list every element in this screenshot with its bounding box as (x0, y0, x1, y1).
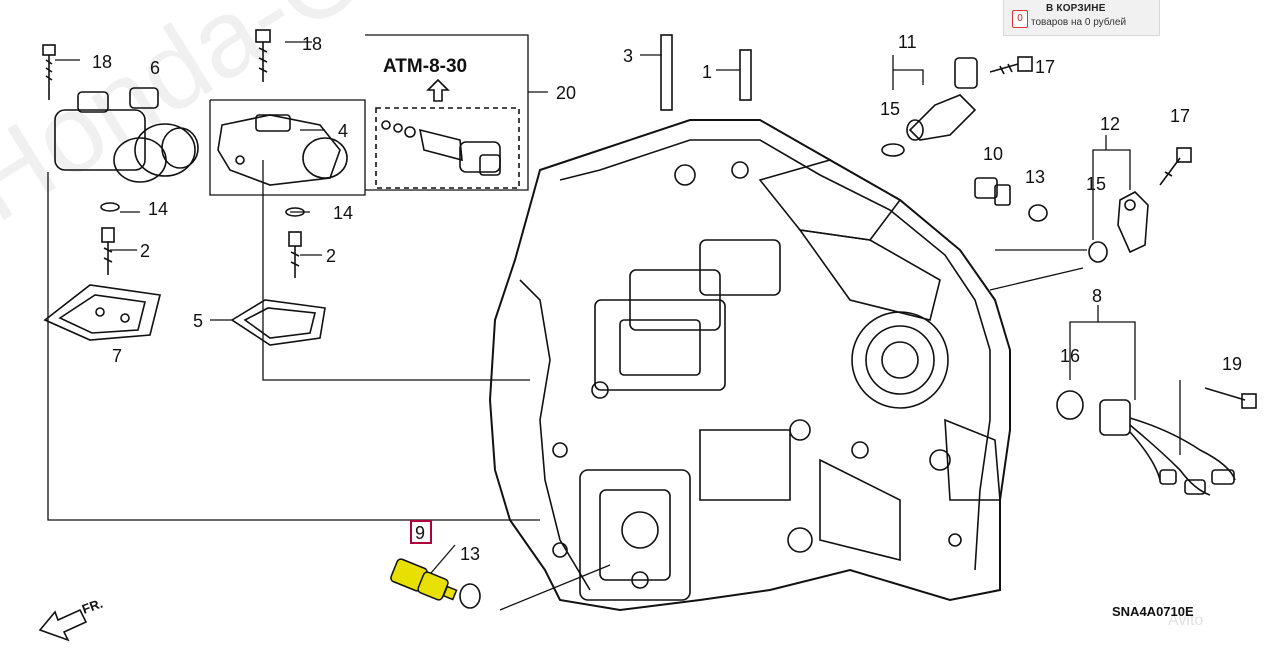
dowel-pin-3 (660, 34, 673, 111)
sensor-10 (974, 177, 1011, 206)
washer-14-right (285, 207, 305, 217)
callout-20: 20 (556, 83, 576, 103)
washer-14-left (100, 202, 120, 212)
callout-19: 19 (1222, 354, 1242, 374)
callout-11: 11 (898, 32, 917, 52)
washer-13-bottom (459, 583, 481, 609)
washer-13-right (1028, 204, 1048, 222)
atm-subassembly-box (375, 107, 520, 189)
callout-4: 4 (338, 121, 348, 141)
callout-14-left: 14 (148, 199, 168, 219)
callout-12: 12 (1100, 114, 1120, 134)
cart-summary: товаров на 0 рублей (1031, 17, 1127, 28)
callout-9-highlight[interactable]: 9 (410, 520, 432, 544)
cart-count-badge: 0 (1012, 10, 1028, 28)
callout-5: 5 (193, 311, 203, 331)
leader-lines (47, 34, 1181, 611)
bolt-18-left (42, 44, 56, 100)
callout-14-right: 14 (333, 203, 353, 223)
callout-18-left: 18 (92, 52, 112, 72)
bolt-19 (1204, 387, 1257, 409)
callout-3: 3 (623, 46, 633, 66)
front-direction-arrow (38, 608, 88, 642)
solenoid-4 (217, 114, 348, 186)
cart-widget[interactable]: В КОРЗИНЕ 0 товаров на 0 рублей (1003, 0, 1160, 36)
avito-watermark: Avito (1168, 612, 1204, 629)
callout-9: 9 (415, 523, 425, 543)
callout-1: 1 (702, 62, 712, 82)
arrow-up-icon (426, 78, 450, 102)
o-ring-15-top (881, 143, 905, 157)
o-ring-16 (1056, 390, 1084, 420)
harness-8 (1099, 399, 1236, 496)
callout-10: 10 (983, 144, 1003, 164)
callout-18-right: 18 (302, 34, 322, 54)
callout-13-right: 13 (1025, 167, 1045, 187)
bolt-2-right (288, 231, 302, 278)
atm-solenoid (381, 120, 501, 176)
callout-2-left: 2 (140, 241, 150, 261)
callout-7: 7 (112, 346, 122, 366)
bolt-17-right (1159, 147, 1192, 186)
atm-reference-label: ATM-8-30 (383, 56, 467, 77)
callout-2-right: 2 (326, 246, 336, 266)
callout-15-right: 15 (1086, 174, 1106, 194)
transmission-case (488, 119, 1011, 612)
cart-title: В КОРЗИНЕ (1046, 3, 1106, 14)
diagram-code: SNA4A0710E (1112, 604, 1194, 619)
sensor-11 (906, 57, 978, 141)
dowel-pin-1 (739, 49, 752, 101)
callout-8: 8 (1092, 286, 1102, 306)
callout-15-top: 15 (880, 99, 900, 119)
solenoid-6 (54, 87, 199, 183)
callout-13-bottom: 13 (460, 544, 480, 564)
sensor-9-highlighted[interactable] (390, 558, 458, 601)
front-label: FR. (80, 596, 105, 617)
callouts: 18 6 14 2 7 18 4 14 2 5 20 3 1 11 15 17 … (80, 32, 1242, 617)
sensor-12 (1117, 191, 1149, 254)
callout-6: 6 (150, 58, 160, 78)
bolt-17-top (989, 56, 1033, 75)
gasket-5 (230, 299, 326, 346)
bolt-2-left (101, 227, 115, 275)
bolt-18-right (255, 29, 271, 82)
callout-16: 16 (1060, 346, 1080, 366)
o-ring-15-right (1088, 241, 1108, 263)
gasket-7 (43, 284, 161, 341)
callout-17-right: 17 (1170, 106, 1190, 126)
callout-17-top: 17 (1035, 57, 1055, 77)
